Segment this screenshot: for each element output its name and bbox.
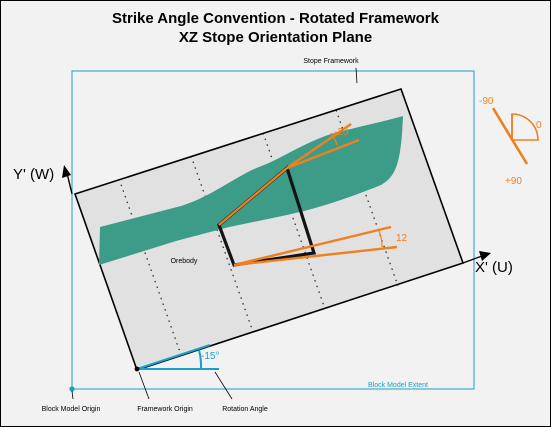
title-line-1: Strike Angle Convention - Rotated Framew… bbox=[112, 10, 439, 27]
y-axis-label: Y' (W) bbox=[13, 166, 54, 183]
block-model-origin-label: Block Model Origin bbox=[42, 406, 101, 413]
orebody-label: Orebody bbox=[171, 258, 198, 265]
legend-line bbox=[491, 107, 529, 165]
legend-right-label: 0 bbox=[536, 120, 542, 131]
leader-lines bbox=[71, 67, 358, 400]
upper-angle-arc bbox=[330, 132, 338, 146]
rotation-angle-value: -15° bbox=[201, 351, 219, 362]
block-model-extent bbox=[71, 70, 475, 390]
x-axis-label: X' (U) bbox=[475, 259, 513, 276]
axes bbox=[62, 165, 491, 264]
diagram-title: Strike Angle Convention - Rotated Framew… bbox=[1, 9, 550, 47]
framework-origin-label: Framework Origin bbox=[137, 406, 193, 413]
framework-origin-marker bbox=[134, 366, 140, 372]
stope-framework-label: Stope Framework bbox=[303, 58, 359, 65]
rotation-angle-label: Rotation Angle bbox=[222, 406, 268, 413]
block-model-extent-label: Block Model Extent bbox=[368, 382, 428, 389]
lower-angle-arc bbox=[378, 230, 383, 248]
orientation-legend bbox=[491, 107, 539, 165]
upper-angle-label: -20 bbox=[334, 127, 349, 138]
block-model-origin-marker bbox=[69, 386, 75, 392]
strike-angle-lines bbox=[218, 123, 398, 267]
legend-bottom-label: +90 bbox=[505, 176, 522, 187]
lower-angle-label: 12 bbox=[396, 233, 408, 244]
title-line-2: XZ Stope Orientation Plane bbox=[178, 29, 373, 46]
legend-quadrant bbox=[511, 113, 539, 141]
rotation-angle-lines bbox=[136, 344, 219, 370]
legend-top-label: -90 bbox=[479, 96, 494, 107]
